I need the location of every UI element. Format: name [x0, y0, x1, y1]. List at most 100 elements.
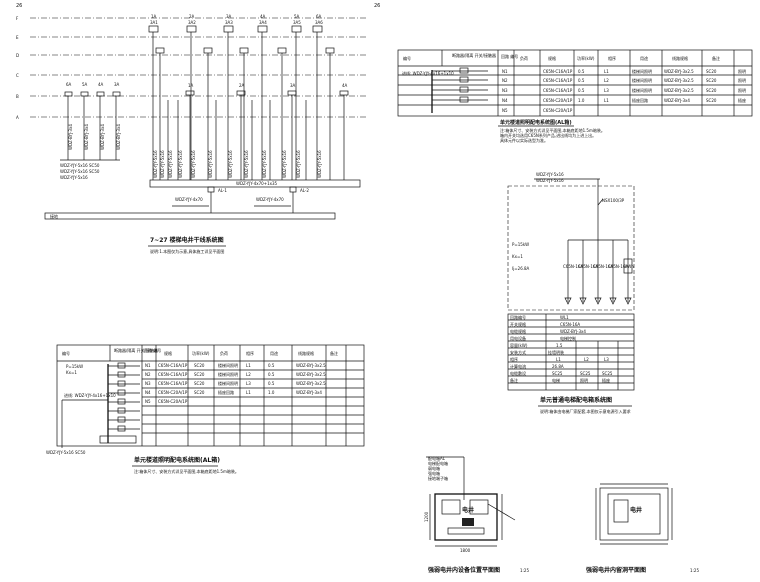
- svg-text:WDZ-YJY-5x16: WDZ-YJY-5x16: [168, 150, 173, 178]
- svg-text:插座回路: 插座回路: [632, 97, 648, 103]
- riser-note: WDZ-YJY-5x16 SC50: [60, 169, 100, 174]
- svg-text:1A: 1A: [151, 14, 157, 19]
- svg-text:0.5: 0.5: [268, 372, 275, 377]
- svg-text:1800: 1800: [460, 548, 471, 553]
- svg-text:挂墙明装: 挂墙明装: [548, 349, 564, 355]
- svg-text:编号: 编号: [403, 55, 411, 61]
- panel-schedule-data: N1 C65N-C16A/1P SC20 楼梯间照明 L1 0.5 WDZ-BY…: [145, 362, 326, 404]
- svg-text:N5: N5: [502, 108, 508, 113]
- svg-text:WDZ-YJY-5x16: WDZ-YJY-5x16: [208, 150, 213, 178]
- svg-text:SC20: SC20: [706, 78, 717, 83]
- row-mark: D: [16, 53, 19, 58]
- svg-text:1.0: 1.0: [578, 98, 585, 103]
- svg-text:照明: 照明: [580, 378, 588, 383]
- svg-text:26.8A: 26.8A: [552, 364, 564, 369]
- svg-text:WDZ-BYJ-3x2.5: WDZ-BYJ-3x2.5: [664, 78, 694, 83]
- panel-schedule-table: 编号 断路器/隔离 开关/接触器 回路 编号 规格 功率(kW) 负荷 相序 用…: [46, 344, 365, 474]
- svg-text:楼梯间照明: 楼梯间照明: [632, 87, 652, 93]
- svg-text:C65N-16A: C65N-16A: [560, 322, 580, 327]
- svg-text:规格: 规格: [548, 55, 556, 61]
- table-top-row-2: N2 C65N-C16A/1P 0.5 L2 楼梯间照明 WDZ-BYJ-3x2…: [502, 77, 746, 83]
- svg-text:WDZ-BYJ-3x4: WDZ-BYJ-3x4: [560, 329, 586, 334]
- svg-text:L1: L1: [246, 363, 251, 368]
- svg-text:负荷: 负荷: [220, 350, 228, 356]
- svg-text:WDZ-YJY-5x16: WDZ-YJY-5x16: [262, 150, 267, 178]
- shaft-panel-block: [462, 518, 474, 526]
- svg-text:插座: 插座: [738, 97, 746, 103]
- svg-text:SC20: SC20: [194, 381, 205, 386]
- svg-text:L2: L2: [246, 372, 251, 377]
- svg-text:WDZ-YJY-4x70: WDZ-YJY-4x70: [256, 197, 284, 202]
- svg-text:楼梯间照明: 楼梯间照明: [218, 380, 238, 386]
- svg-text:楼梯间照明: 楼梯间照明: [632, 77, 652, 83]
- svg-text:1.5: 1.5: [556, 343, 563, 348]
- svg-text:计算电流: 计算电流: [510, 363, 526, 369]
- svg-text:WDZ-YJY-5x16: WDZ-YJY-5x16: [296, 150, 301, 178]
- svg-text:WDZ-BYJ-3x4: WDZ-BYJ-3x4: [68, 124, 73, 150]
- svg-text:AL-2: AL-2: [300, 188, 309, 193]
- left-box-group: 6A 5A 4A 3A WDZ-YJY-5x16 SC50 WDZ-YJY-5x…: [60, 82, 121, 180]
- svg-text:断路器/隔离 开关/接触器: 断路器/隔离 开关/接触器: [452, 52, 496, 58]
- top-box-6: 6A 3A6: [312, 14, 323, 180]
- svg-text:WDZ-BYJ-3x4: WDZ-BYJ-3x4: [100, 124, 105, 150]
- svg-text:线路规格: 线路规格: [672, 55, 688, 61]
- svg-text:箱内开关均选用C65N系列产品,进出线均为上进上出。: 箱内开关均选用C65N系列产品,进出线均为上进上出。: [500, 132, 596, 138]
- svg-text:N3: N3: [145, 381, 151, 386]
- row-mark: E: [16, 35, 19, 40]
- svg-text:电梯控制: 电梯控制: [560, 335, 576, 341]
- svg-text:0.5: 0.5: [578, 88, 585, 93]
- svg-text:Kx=1: Kx=1: [512, 254, 523, 259]
- svg-text:照明: 照明: [738, 69, 746, 74]
- row-mark: B: [16, 94, 19, 99]
- svg-text:用电设备: 用电设备: [510, 335, 526, 341]
- svg-text:C65N-16A: C65N-16A: [578, 264, 598, 269]
- bus-bar: WDZ-YJY-4x70+1x35 AL-1 AL-2 WDZ-YJY-4x70…: [149, 179, 361, 213]
- panel-schedule-rows: [142, 369, 364, 434]
- shaft-opening-plan: 电井 强弱电井内留洞平面图 1:25: [586, 483, 699, 574]
- svg-text:N1: N1: [145, 363, 151, 368]
- svg-text:WDZ-BYJ-3x2.5: WDZ-BYJ-3x2.5: [664, 69, 694, 74]
- svg-text:WDZ-YJY-5x16: WDZ-YJY-5x16: [228, 150, 233, 178]
- svg-text:WDZ-YJY-4x70+1x35: WDZ-YJY-4x70+1x35: [236, 181, 278, 186]
- svg-text:电梯: 电梯: [552, 377, 560, 383]
- svg-text:N2: N2: [145, 372, 151, 377]
- svg-text:WDZ-BYJ-3x4: WDZ-BYJ-3x4: [116, 124, 121, 150]
- svg-text:C65N-C16A/1P: C65N-C16A/1P: [543, 78, 573, 83]
- svg-text:编号: 编号: [62, 350, 70, 356]
- svg-text:进线: WDZ-YJY-4x16+1x10: 进线: WDZ-YJY-4x16+1x10: [402, 70, 454, 76]
- svg-text:1200: 1200: [424, 511, 429, 522]
- panel-schedule-feed: WDZ-YJY-5x16 SC50: [46, 450, 86, 455]
- svg-text:L3: L3: [246, 381, 251, 386]
- svg-text:4A: 4A: [260, 14, 266, 19]
- svg-text:N4: N4: [145, 390, 151, 395]
- svg-text:WDZ-YJY-5x16: WDZ-YJY-5x16: [536, 178, 564, 183]
- svg-text:WDZ-YJY-5x16: WDZ-YJY-5x16: [160, 150, 165, 178]
- svg-text:WDZ-BYJ-3x4: WDZ-BYJ-3x4: [84, 124, 89, 150]
- elevator-title: 单元普通电梯配电箱系统图: [540, 396, 612, 404]
- shaft-outline-right: [599, 487, 669, 541]
- svg-text:电井: 电井: [630, 506, 642, 514]
- svg-text:L3: L3: [604, 88, 609, 93]
- corner-mark-right: 26: [374, 3, 380, 9]
- svg-text:WDZ-BYJ-3x2.5: WDZ-BYJ-3x2.5: [296, 372, 326, 377]
- svg-text:0.5: 0.5: [578, 69, 585, 74]
- svg-text:0.5: 0.5: [578, 78, 585, 83]
- vertical-cable-labels: WDZ-BYJ-3x4 WDZ-BYJ-3x4 WDZ-BYJ-3x4 WDZ-…: [68, 124, 322, 178]
- svg-text:N1: N1: [502, 69, 508, 74]
- top-box-3: 3A 3A3: [223, 14, 234, 180]
- shaft-equipment-plan: 配电箱AL 电梯配电箱 弱电箱 强电箱 接地端子箱 1800 1200 电井 强…: [424, 455, 529, 574]
- svg-text:电缆敷设: 电缆敷设: [510, 370, 526, 376]
- svg-text:3A1: 3A1: [150, 20, 158, 25]
- svg-text:L3: L3: [604, 357, 609, 362]
- top-box-1: 1A 3A1: [148, 14, 159, 180]
- svg-text:WDZ-BYJ-3x4: WDZ-BYJ-3x4: [296, 390, 322, 395]
- mid-tag: 3A: [290, 83, 296, 88]
- svg-text:1.0: 1.0: [268, 390, 275, 395]
- svg-text:L2: L2: [584, 357, 589, 362]
- svg-text:C65N-C16A/1P: C65N-C16A/1P: [543, 69, 573, 74]
- svg-text:开关规格: 开关规格: [510, 321, 526, 327]
- svg-text:1:25: 1:25: [520, 568, 529, 573]
- svg-text:N5: N5: [145, 399, 151, 404]
- svg-text:C65N-16A: C65N-16A: [593, 264, 613, 269]
